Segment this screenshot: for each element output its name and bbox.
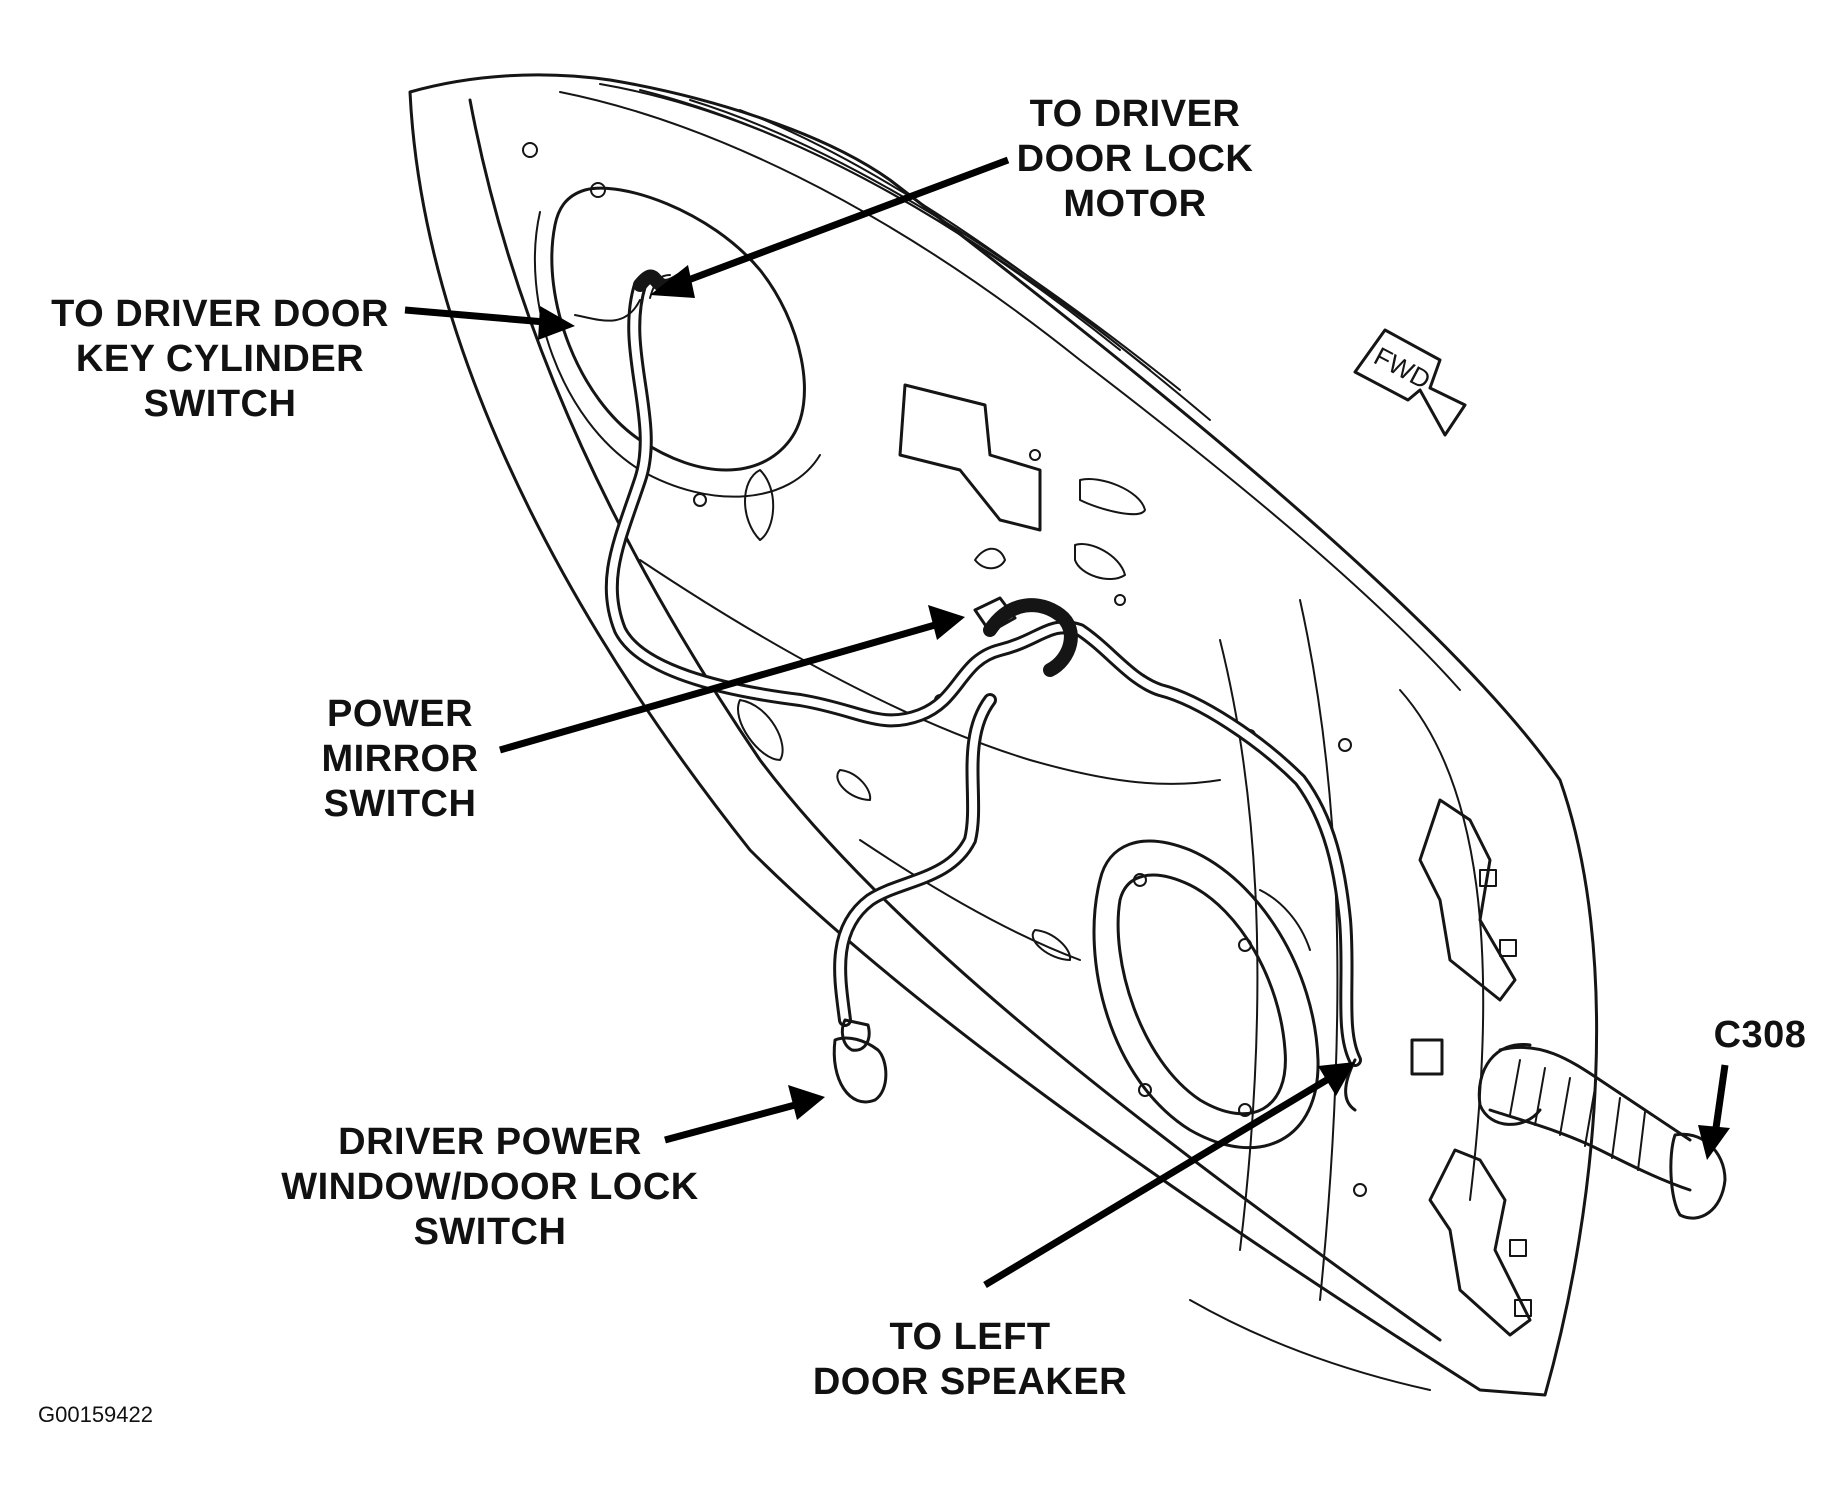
speaker-opening xyxy=(1092,839,1320,1150)
c308-grommet xyxy=(1477,1042,1727,1220)
fwd-direction-arrow: FWD xyxy=(1353,328,1467,437)
fwd-label: FWD xyxy=(1369,341,1435,395)
window-lock-switch-connector xyxy=(832,1036,888,1104)
connectors xyxy=(832,596,1357,1112)
upper-access-opening xyxy=(533,186,821,498)
leader-door-lock-motor xyxy=(673,156,1010,289)
label-door-lock-motor: TO DRIVER DOOR LOCK MOTOR xyxy=(1016,93,1254,225)
label-c308: C308 xyxy=(1713,1014,1807,1056)
label-key-cylinder-switch: TO DRIVER DOOR KEY CYLINDER SWITCH xyxy=(51,293,389,425)
label-window-lock-switch: DRIVER POWER WINDOW/DOOR LOCK SWITCH xyxy=(281,1121,699,1253)
power-mirror-switch-connector xyxy=(973,596,1017,634)
figure-id: G00159422 xyxy=(38,1402,153,1427)
leader-left-door-speaker xyxy=(983,1074,1332,1289)
latch-brackets xyxy=(1410,798,1532,1337)
leader-arrows xyxy=(404,156,1730,1289)
panel-cutouts xyxy=(522,142,1367,1197)
leader-key-cylinder-switch xyxy=(404,306,546,326)
leader-power-mirror-switch xyxy=(499,621,936,754)
label-power-mirror-switch: POWER MIRROR SWITCH xyxy=(321,693,479,825)
wiring-harness xyxy=(574,269,1362,1067)
leader-window-lock-switch xyxy=(664,1101,796,1144)
label-left-door-speaker: TO LEFT DOOR SPEAKER xyxy=(812,1316,1128,1403)
leader-c308 xyxy=(1711,1064,1729,1136)
